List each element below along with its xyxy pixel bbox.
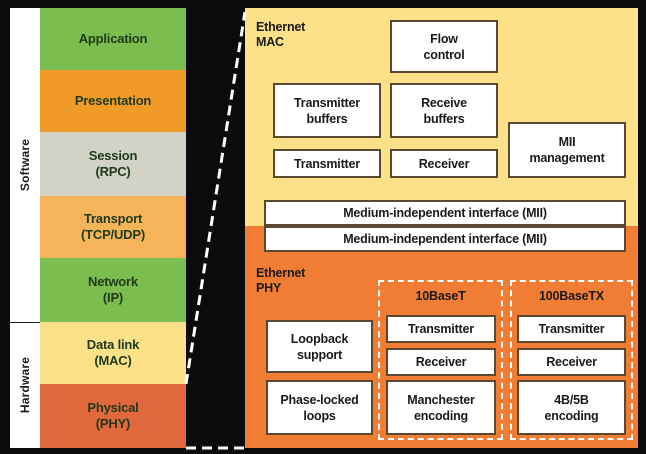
side-label-panel — [10, 8, 40, 448]
layer-network: Network (IP) — [40, 258, 186, 322]
layer-transport-label: Transport — [83, 211, 143, 226]
mac-transmitter-box: Transmitter — [273, 149, 381, 178]
layer-data-link-label: Data link — [86, 337, 140, 352]
layer-transport: Transport (TCP/UDP) — [40, 196, 186, 258]
10baset-transmitter-box: Transmitter — [386, 315, 496, 343]
layer-application-label: Application — [78, 31, 148, 46]
10baset-receiver-box: Receiver — [386, 348, 496, 376]
layer-session-protocol: (RPC) — [95, 164, 131, 179]
layer-physical: Physical (PHY) — [40, 384, 186, 448]
layer-transport-protocol: (TCP/UDP) — [81, 227, 145, 242]
10baset-group — [378, 280, 503, 440]
10baset-label: 10BaseT — [415, 289, 466, 303]
layer-application: Application — [40, 8, 186, 70]
layer-network-label: Network — [88, 274, 138, 289]
100basetx-group — [510, 280, 633, 440]
layer-data-link-protocol: (MAC) — [94, 353, 132, 368]
mii-interface-upper: Medium-independent interface (MII) — [264, 200, 626, 226]
layer-network-protocol: (IP) — [102, 290, 124, 305]
100basetx-receiver-box: Receiver — [517, 348, 626, 376]
layer-session-label: Session — [88, 148, 138, 163]
ethernet-phy-title: Ethernet PHY — [256, 266, 306, 295]
100basetx-transmitter-box: Transmitter — [517, 315, 626, 343]
ethernet-mac-title: Ethernet MAC — [256, 20, 306, 49]
mac-receiver-box: Receiver — [390, 149, 498, 178]
mii-interface-lower: Medium-independent interface (MII) — [264, 226, 626, 252]
layer-presentation-label: Presentation — [74, 93, 152, 108]
layer-presentation: Presentation — [40, 70, 186, 132]
zoom-connector-top — [184, 11, 247, 385]
layer-data-link: Data link (MAC) — [40, 322, 186, 384]
layer-physical-protocol: (PHY) — [95, 416, 131, 431]
layer-physical-label: Physical — [87, 400, 139, 415]
software-hardware-divider — [10, 322, 40, 323]
layer-session: Session (RPC) — [40, 132, 186, 196]
100basetx-label: 100BaseTX — [539, 289, 604, 303]
